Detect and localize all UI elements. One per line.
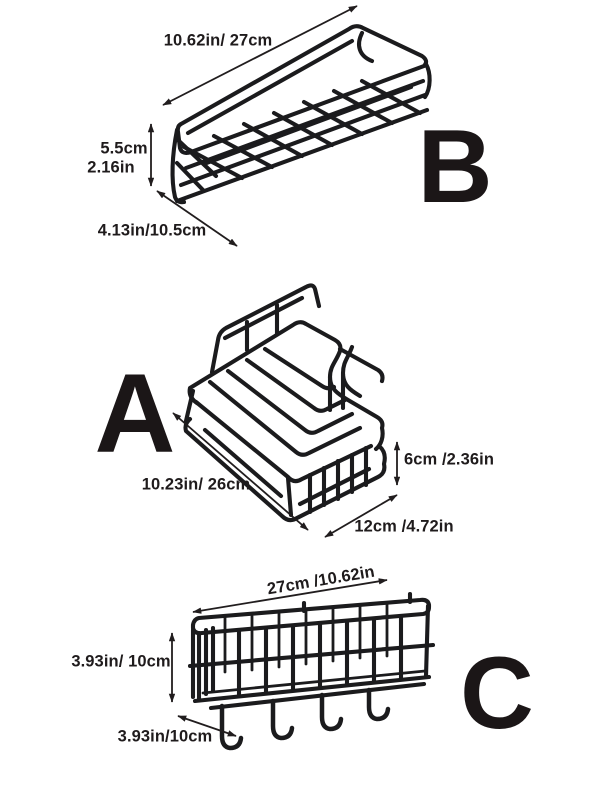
basket-c-rim [190, 591, 432, 636]
basket-c-drawing [187, 591, 436, 751]
shelf-a-length-label: 10.23in/ 26cm [141, 475, 251, 494]
shelf-b-letter: B [417, 109, 493, 225]
basket-c-depth-label: 3.93in/10cm [117, 727, 213, 746]
shelf-b-side-wires [170, 78, 430, 205]
arrow-b-length [162, 5, 358, 106]
shelf-b-depth-label: 4.13in/10.5cm [97, 221, 207, 240]
arrow-a-depth [324, 494, 398, 538]
shelf-b-length-label: 10.62in/ 27cm [163, 31, 273, 50]
arrow-b-depth [156, 190, 238, 247]
basket-c-back-bars [223, 602, 389, 674]
shelf-a-surface-wires [207, 346, 363, 457]
basket-c-letter: C [460, 636, 534, 750]
basket-c-front-bars [196, 613, 404, 702]
shelf-b-base-wires [181, 78, 423, 181]
shelf-a-height-label: 6cm /2.36in [403, 450, 495, 469]
dimension-arrows [147, 5, 401, 737]
basket-c-rails [187, 603, 436, 711]
shelf-a-depth-label: 12cm /4.72in [354, 517, 454, 536]
shelf-b-drawing [170, 24, 432, 205]
basket-c-hooks [219, 687, 391, 751]
arrow-c-depth [177, 715, 237, 737]
shelf-b-height-in-label: 2.16in [87, 158, 135, 177]
shelf-a-back-wall [209, 283, 322, 375]
shelf-b-height-cm-label: 5.5cm [100, 139, 148, 158]
arrow-a-length [172, 412, 309, 531]
basket-c-height-label: 3.93in/ 10cm [71, 652, 171, 671]
shelf-a-letter: A [94, 351, 176, 476]
arrow-c-length [192, 578, 388, 614]
